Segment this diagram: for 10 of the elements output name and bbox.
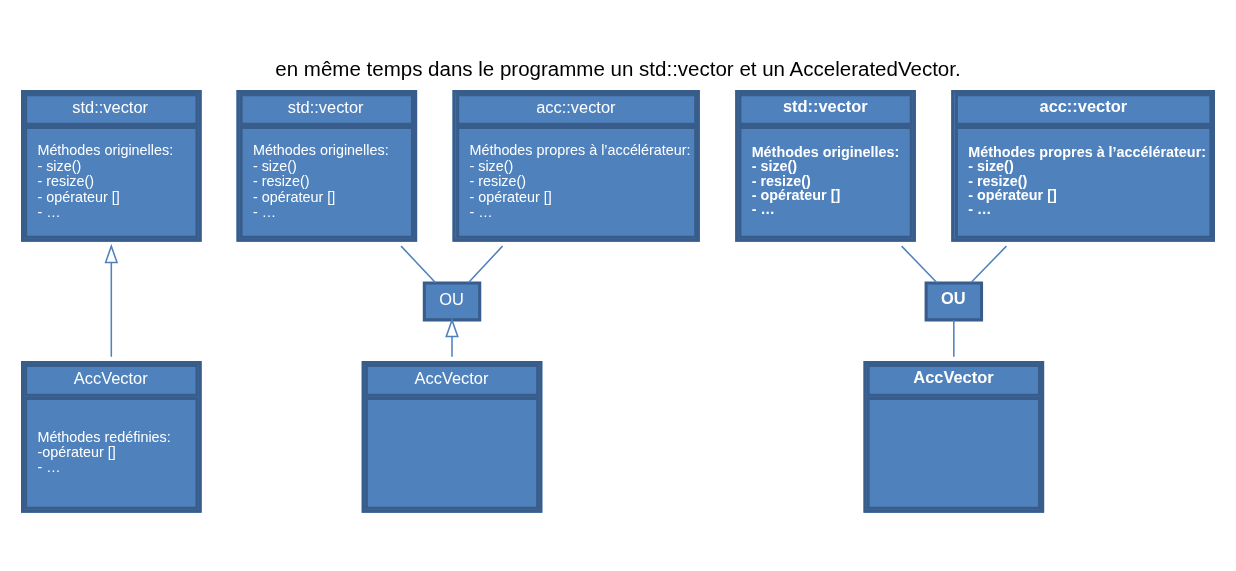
connector	[953, 318, 955, 358]
arrow	[445, 317, 459, 358]
connector	[900, 244, 938, 283]
diagram-title: en même temps dans le programme un std::vector et un AcceleratedVector.	[275, 56, 961, 80]
connector	[400, 244, 437, 283]
node-box: OU	[924, 280, 984, 321]
connector	[467, 244, 504, 283]
node-box: OU	[422, 280, 482, 321]
connector	[970, 244, 1008, 283]
arrow	[104, 243, 119, 357]
